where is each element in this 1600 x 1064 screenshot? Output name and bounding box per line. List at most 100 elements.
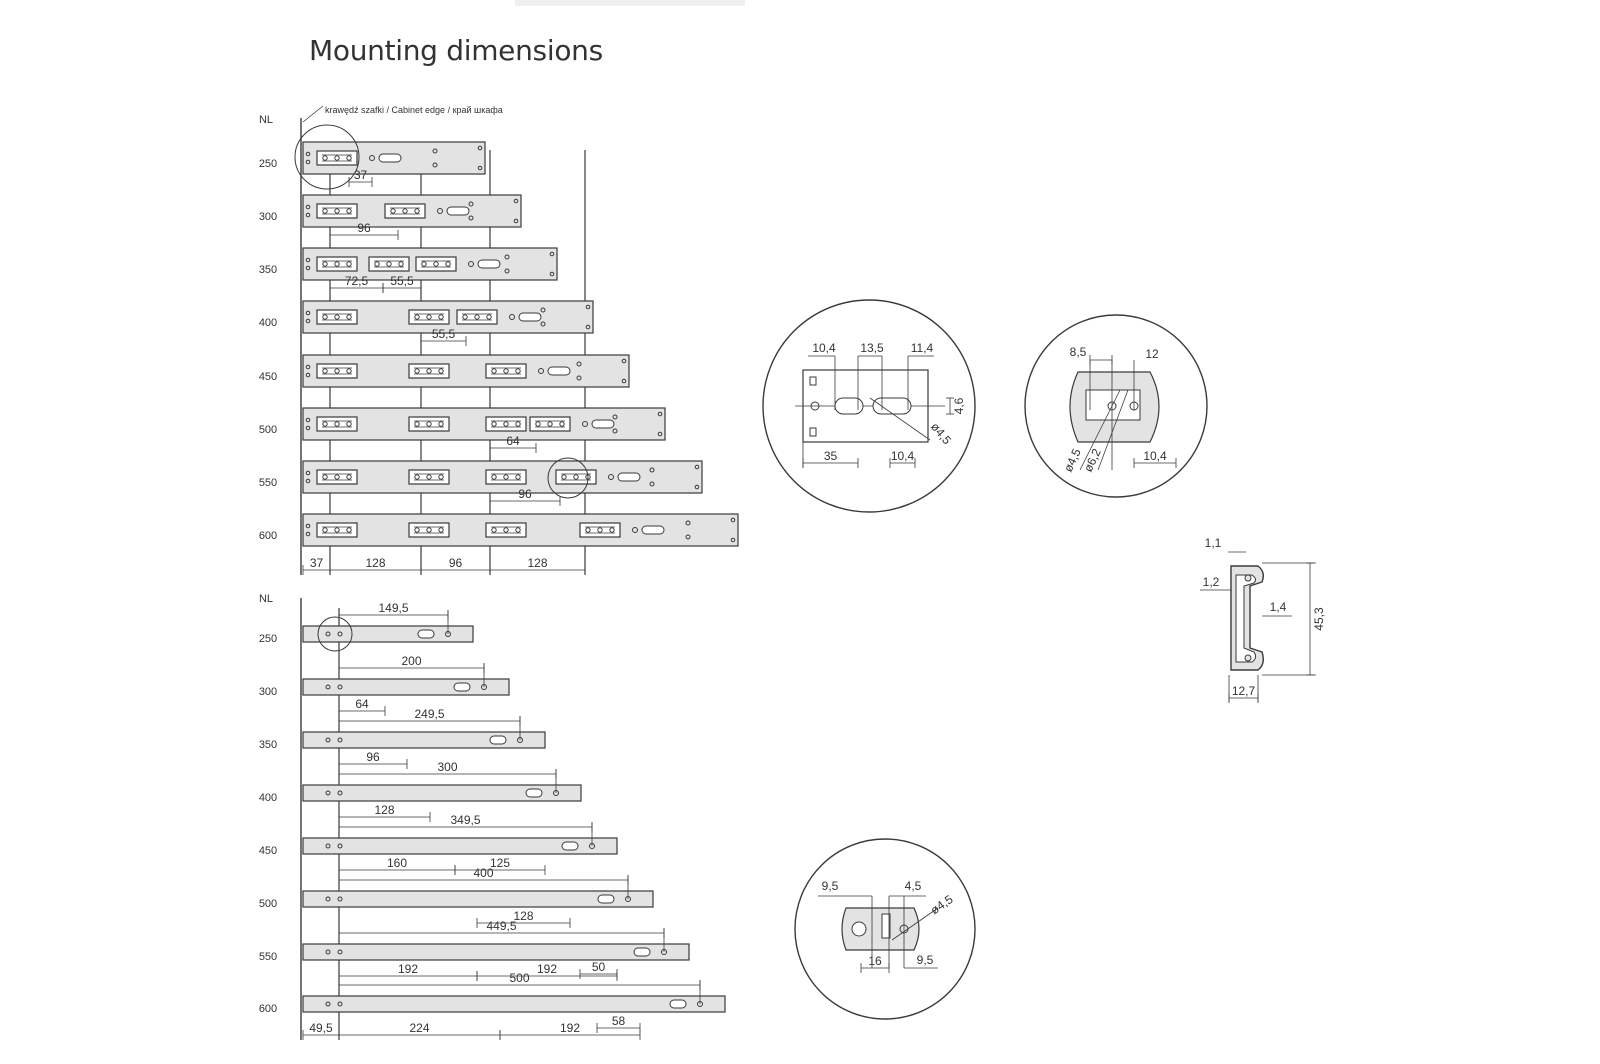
bracket-hole [426,314,432,320]
bracket-hole [386,261,392,267]
cabinet-edge-label: krawędź szafki / Cabinet edge / край шка… [325,105,503,115]
detail-a-label: 35 [824,449,838,463]
top-dimension-label: 249,5 [414,707,444,721]
length-label: 250 [259,158,277,170]
rail-hole [305,212,311,218]
bracket-hole [433,261,439,267]
rail-hole [538,368,544,374]
rail-hole [305,417,311,423]
rail-hole [325,631,331,637]
bracket-hole [438,314,444,320]
rail-hole [621,358,627,364]
nl-label: NL [259,114,273,126]
slot-hole [881,913,891,939]
rail-hole [305,159,311,165]
length-label: 350 [259,264,277,276]
rail-hole [649,467,655,473]
mid-dimension-label: 160 [387,856,407,870]
bracket-hole [346,314,352,320]
detail-b-label: 12 [1145,347,1159,361]
rail-hole [337,1001,343,1007]
rail-hole [369,155,375,161]
bracket-hole [491,474,497,480]
bracket-hole [535,421,541,427]
dimension-label: 55,5 [432,327,456,341]
detail-b-label: 8,5 [1070,345,1087,359]
bracket-hole [322,155,328,161]
rail-hole [540,307,546,313]
top-dimension-label: 349,5 [450,813,480,827]
mounting-bracket [555,469,597,485]
rail-hole [337,949,343,955]
cabinet-rail [302,995,726,1013]
mid-dimension-label: 58 [612,1014,626,1028]
rail-hole [337,684,343,690]
bracket-hole [414,208,420,214]
rail-hole [305,425,311,431]
slot-hole [591,419,615,429]
bracket-hole [438,421,444,427]
mounting-bracket [408,469,450,485]
bracket-hole [334,527,340,533]
profile-label: 1,1 [1205,536,1222,550]
dimension-label: 55,5 [390,274,414,288]
mounting-bracket [485,416,527,432]
bracket-hole [334,208,340,214]
rail-hole [468,201,474,207]
rail-hole [468,215,474,221]
rail-hole [305,364,311,370]
mid-dimension-label: 128 [374,803,394,817]
rail-hole [468,261,474,267]
rail-hole [694,464,700,470]
cabinet-rail [302,784,582,802]
rail-hole [305,257,311,263]
rail-hole [685,534,691,540]
bracket-hole [515,527,521,533]
mounting-bracket [368,256,410,272]
bracket-hole [398,261,404,267]
mid-dimension-label: 64 [355,697,369,711]
top-dimension-label: 300 [437,760,457,774]
rail-hole [585,304,591,310]
cabinet-rail [302,731,546,749]
profile-label: 12,7 [1232,684,1256,698]
mounting-bracket [316,150,358,166]
bottom-dimension-label: 224 [409,1021,429,1035]
bracket-hole [585,527,591,533]
slot-hole [518,312,542,322]
slot-hole [378,153,402,163]
mid-dimension-label: 192 [537,962,557,976]
length-label: 450 [259,371,277,383]
slot-hole [477,259,501,269]
mounting-bracket [408,309,450,325]
leader-line [891,907,939,941]
slot-hole [489,735,507,745]
rail-hole [649,481,655,487]
mid-dimension-label: 125 [490,856,510,870]
dimension-label: 37 [354,168,368,182]
bracket-hole [421,261,427,267]
mounting-bracket [316,203,358,219]
bracket-hole [547,421,553,427]
mounting-bracket [485,522,527,538]
detail-a-label: 11,4 [911,341,934,355]
length-label: 400 [259,792,277,804]
bracket-hole [491,527,497,533]
rail-hole [305,265,311,271]
mounting-bracket [316,469,358,485]
rail-hole [305,372,311,378]
detail-rail [841,907,920,951]
slot-hole [617,472,641,482]
length-label: 350 [259,739,277,751]
slot-hole [669,999,687,1009]
rail-hole [694,484,700,490]
rail-hole [549,251,555,257]
slot-hole [641,525,665,535]
top-dimension-label: 149,5 [378,601,408,615]
mid-dimension-label: 50 [592,960,606,974]
detail-a-label: 10,4 [891,449,915,463]
detail-c-label: 4,5 [905,879,922,893]
mounting-bracket [485,363,527,379]
bracket-hole [334,261,340,267]
bracket-hole [573,474,579,480]
